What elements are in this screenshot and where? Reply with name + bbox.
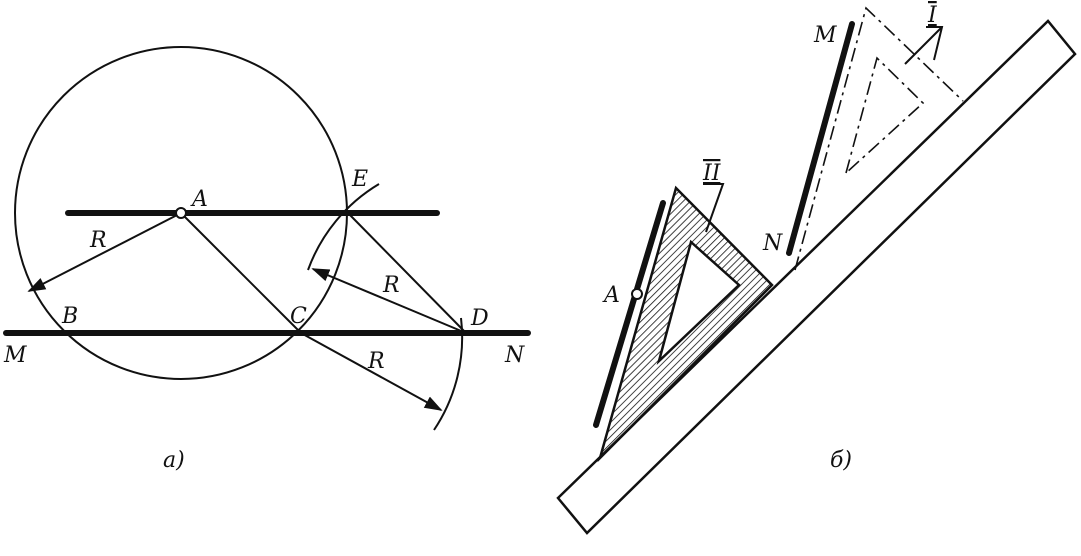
arc-centered-c: [433, 317, 464, 431]
leader-i: [926, 26, 944, 61]
line-through-a: [593, 200, 666, 428]
caption-b: б): [830, 448, 852, 473]
segment-ed: [347, 212, 467, 334]
triangle-i-window: [844, 56, 925, 176]
label-triangle-i: I: [927, 3, 938, 28]
label-point-a: A: [190, 187, 208, 212]
line-mn-b: [786, 21, 855, 256]
label-line-n: N: [504, 343, 525, 368]
radius-arrow-d-to-arc: [311, 268, 467, 334]
point-a-marker-b: [631, 288, 643, 300]
arc-centered-d: [307, 183, 380, 271]
radius-arrow-c-to-arc: [300, 332, 443, 411]
ruler: [556, 19, 1077, 535]
label-radius-1: R: [89, 228, 107, 253]
triangle-i: [794, 6, 964, 271]
leader-i-2: [904, 26, 943, 65]
label-radius-2: R: [382, 273, 400, 298]
label-line-n-b: N: [762, 231, 783, 256]
label-radius-3: R: [367, 349, 385, 374]
leader-ii: [703, 183, 725, 233]
label-point-e: E: [351, 167, 368, 192]
label-line-m-b: M: [813, 23, 837, 48]
caption-a: а): [163, 448, 185, 473]
label-point-c: C: [290, 304, 307, 329]
segment-ac: [180, 212, 302, 334]
point-a-marker: [175, 207, 187, 219]
radius-arrow-a-to-b: [27, 212, 182, 292]
label-point-a-b: A: [602, 283, 620, 308]
label-triangle-ii: II: [702, 161, 722, 186]
figure-a: A E B C D M N R R R а): [3, 46, 531, 473]
triangle-ii-window: [656, 239, 741, 365]
label-point-b: B: [61, 304, 78, 329]
figure-b: A M N II I б): [556, 3, 1077, 535]
label-point-d: D: [470, 306, 489, 331]
label-line-m: M: [3, 343, 27, 368]
